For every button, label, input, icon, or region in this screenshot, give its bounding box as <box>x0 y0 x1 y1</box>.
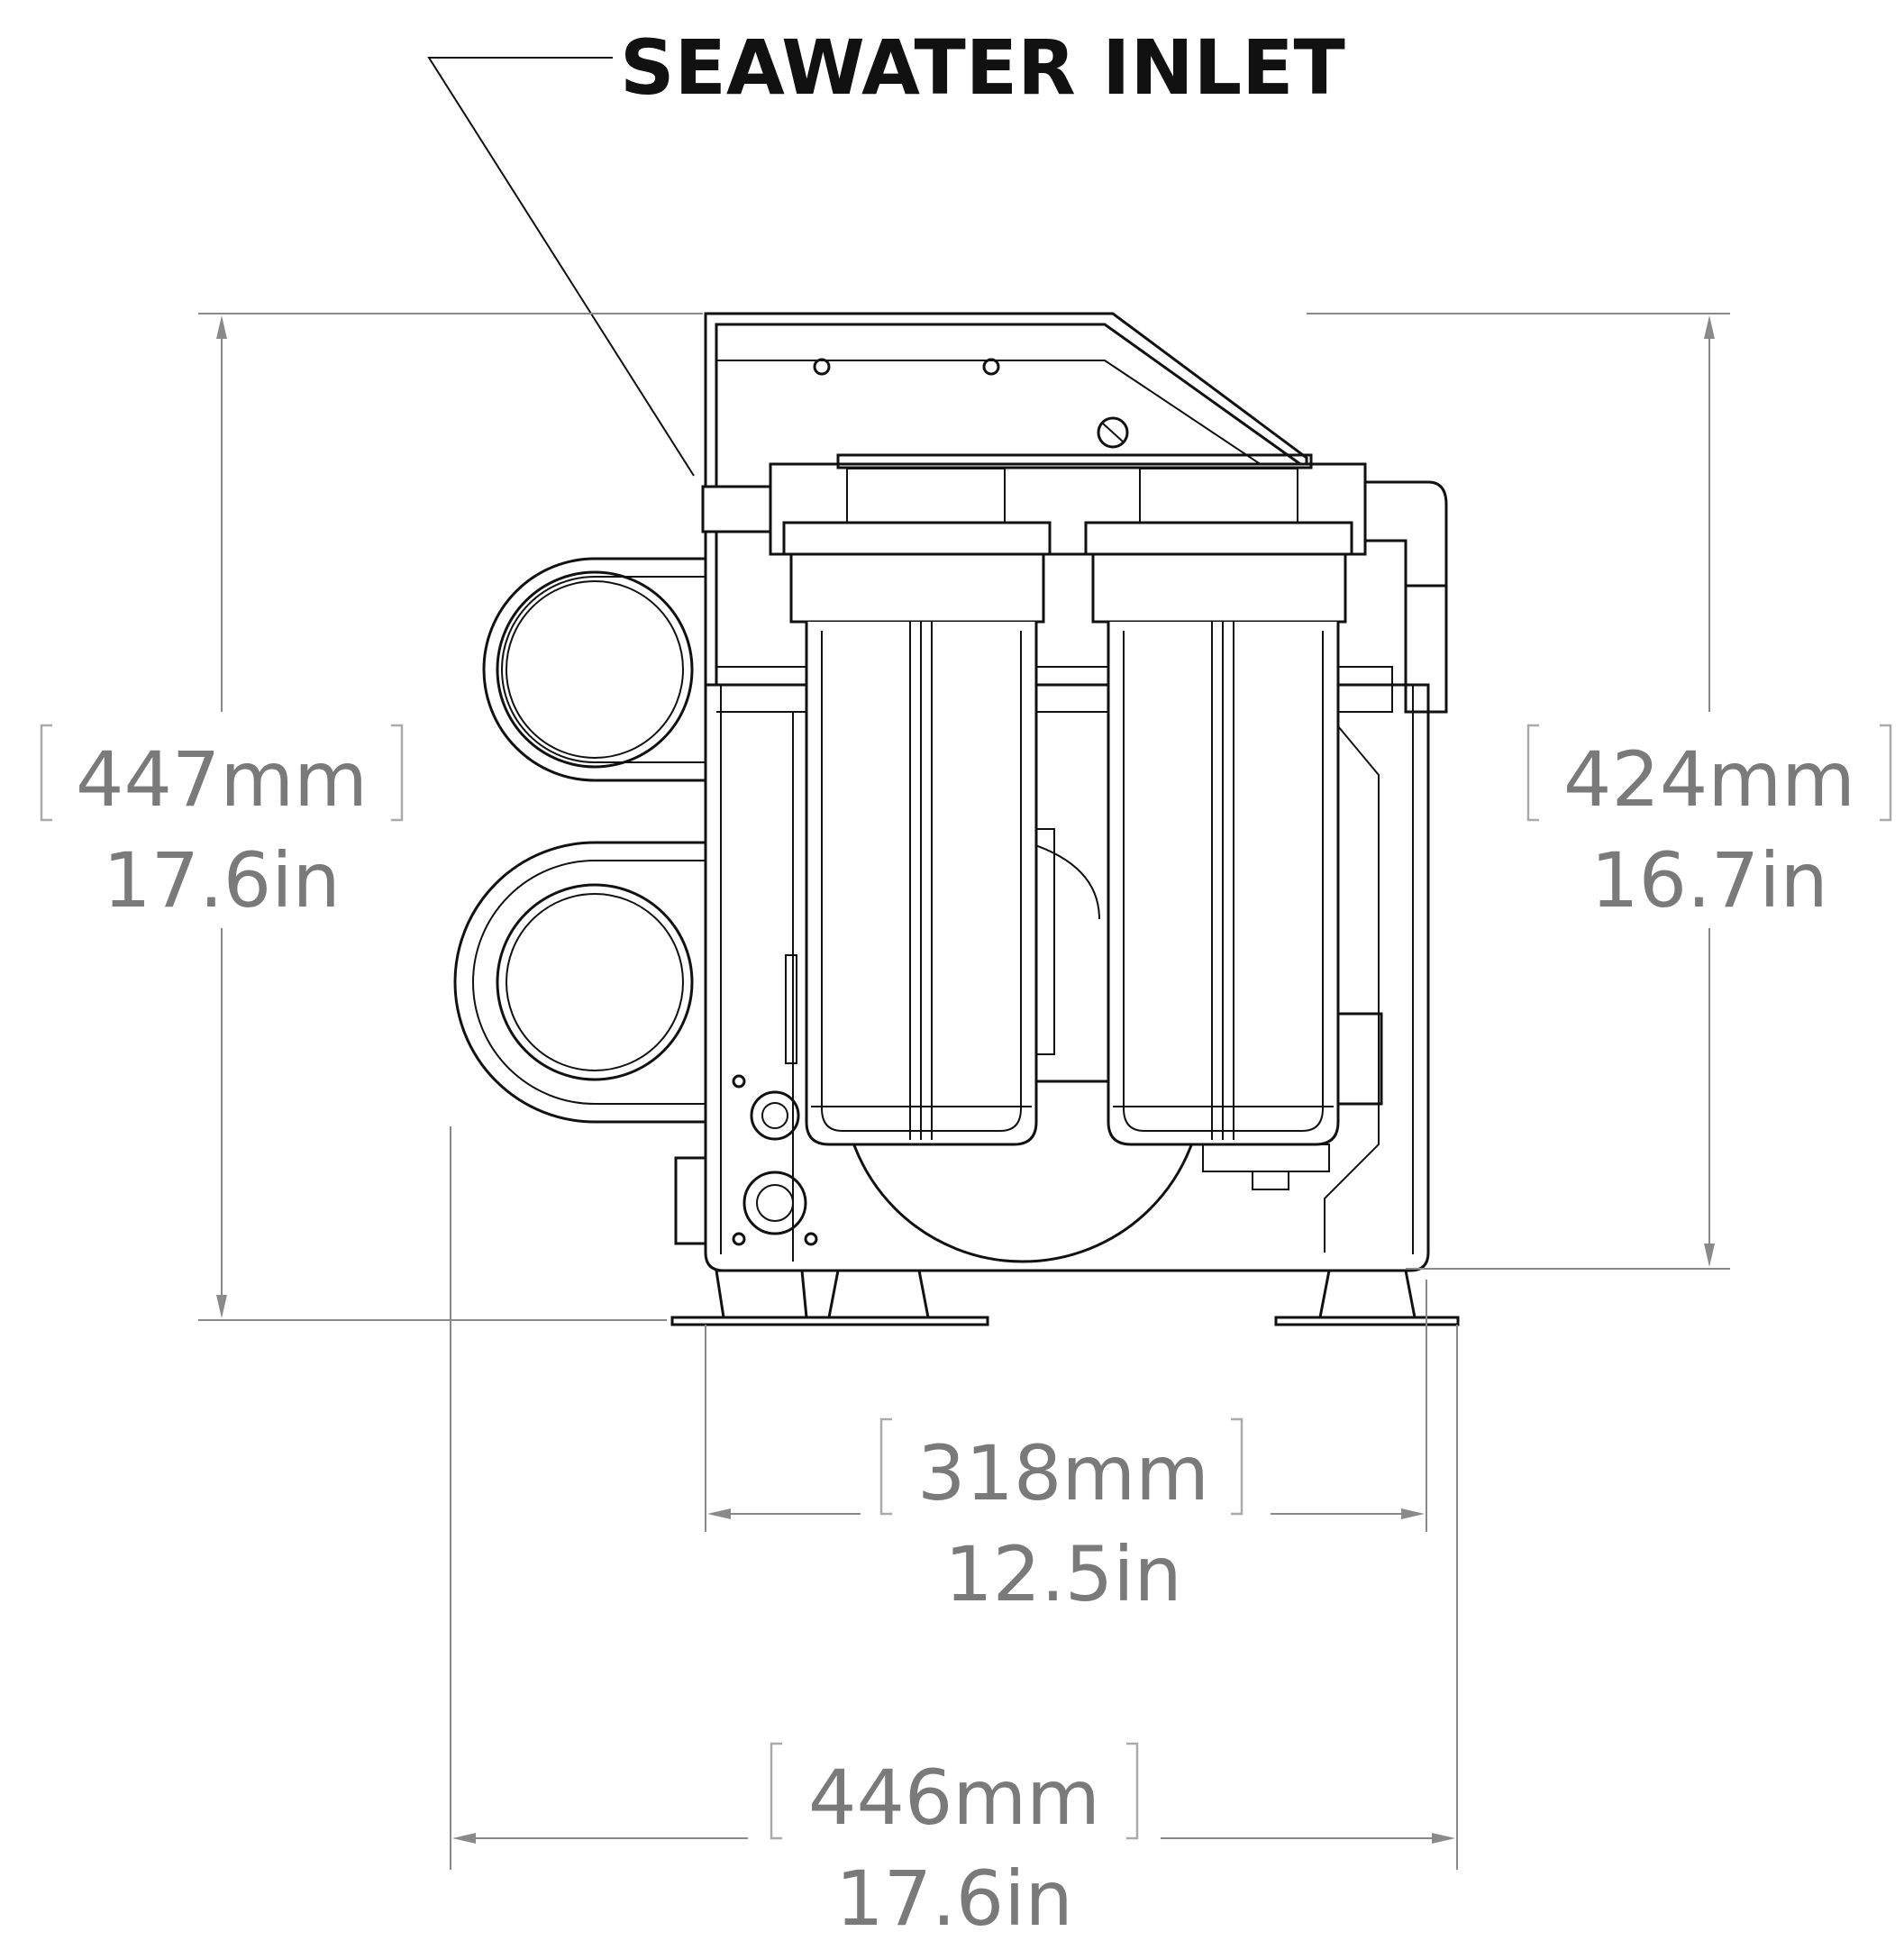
overall-height-imperial: 17.6in <box>103 836 341 925</box>
frame-width-dimension: 318mm 12.5in <box>705 1280 1427 1618</box>
arrow-head <box>216 315 227 339</box>
watermaker-unit <box>453 312 1460 1326</box>
overall-width-dimension: 446mm 17.6in <box>450 1126 1458 1943</box>
bracket-left <box>40 724 52 822</box>
overall-width-imperial: 17.6in <box>835 1854 1073 1943</box>
mounting-foot-right <box>1274 1269 1460 1326</box>
overall-width-metric: 446mm <box>808 1754 1100 1842</box>
bracket-left <box>1526 724 1539 822</box>
overall-height-dimension: 447mm 17.6in <box>40 313 703 1321</box>
panel-screw-icon <box>813 358 831 376</box>
arrow-head <box>707 1508 731 1519</box>
arrow-head <box>452 1833 476 1844</box>
seawater-inlet-label: SEAWATER INLET <box>620 23 1345 112</box>
frame-width-imperial: 12.5in <box>944 1530 1182 1618</box>
port-fitting-icon <box>750 1090 800 1141</box>
membrane-housing-upper <box>482 557 706 782</box>
outlet-elbow-icon <box>1363 480 1448 588</box>
overall-height-metric: 447mm <box>76 735 368 824</box>
panel-screw-icon <box>1097 416 1129 449</box>
membrane-housing-lower <box>453 841 706 1124</box>
seawater-inlet-callout: SEAWATER INLET <box>427 23 1345 477</box>
control-box <box>1336 1012 1383 1106</box>
arrow-head <box>1704 1244 1715 1267</box>
arrow-head <box>1704 315 1715 339</box>
bracket-right <box>1880 724 1892 822</box>
frame-height-metric: 424mm <box>1563 735 1855 824</box>
main-frame <box>704 666 1430 1272</box>
frame-width-metric: 318mm <box>917 1429 1209 1517</box>
arrow-head <box>1401 1508 1425 1519</box>
prefilter-housing-left <box>782 521 1052 1146</box>
bracket-left <box>879 1417 892 1516</box>
bracket-right <box>1126 1742 1139 1840</box>
seawater-inlet-barb-icon <box>701 485 772 533</box>
frame-height-dimension: 424mm 16.7in <box>1307 313 1892 1270</box>
drain-fitting-icon <box>1252 1171 1289 1190</box>
seawater-inlet-leader-line <box>427 57 695 477</box>
bracket-right <box>391 724 404 822</box>
prefilter-housing-right <box>1084 521 1353 1146</box>
mounting-foot-left <box>670 1269 989 1326</box>
frame-height-imperial: 16.7in <box>1590 836 1828 925</box>
bracket-left <box>770 1742 782 1840</box>
arrow-head <box>1432 1833 1455 1844</box>
front-ports <box>674 1074 818 1246</box>
side-switch-icon <box>674 1156 707 1245</box>
port-fitting-icon <box>742 1171 807 1235</box>
arrow-head <box>216 1295 227 1318</box>
panel-screw-icon <box>982 358 1000 376</box>
bracket-right <box>1231 1417 1244 1516</box>
